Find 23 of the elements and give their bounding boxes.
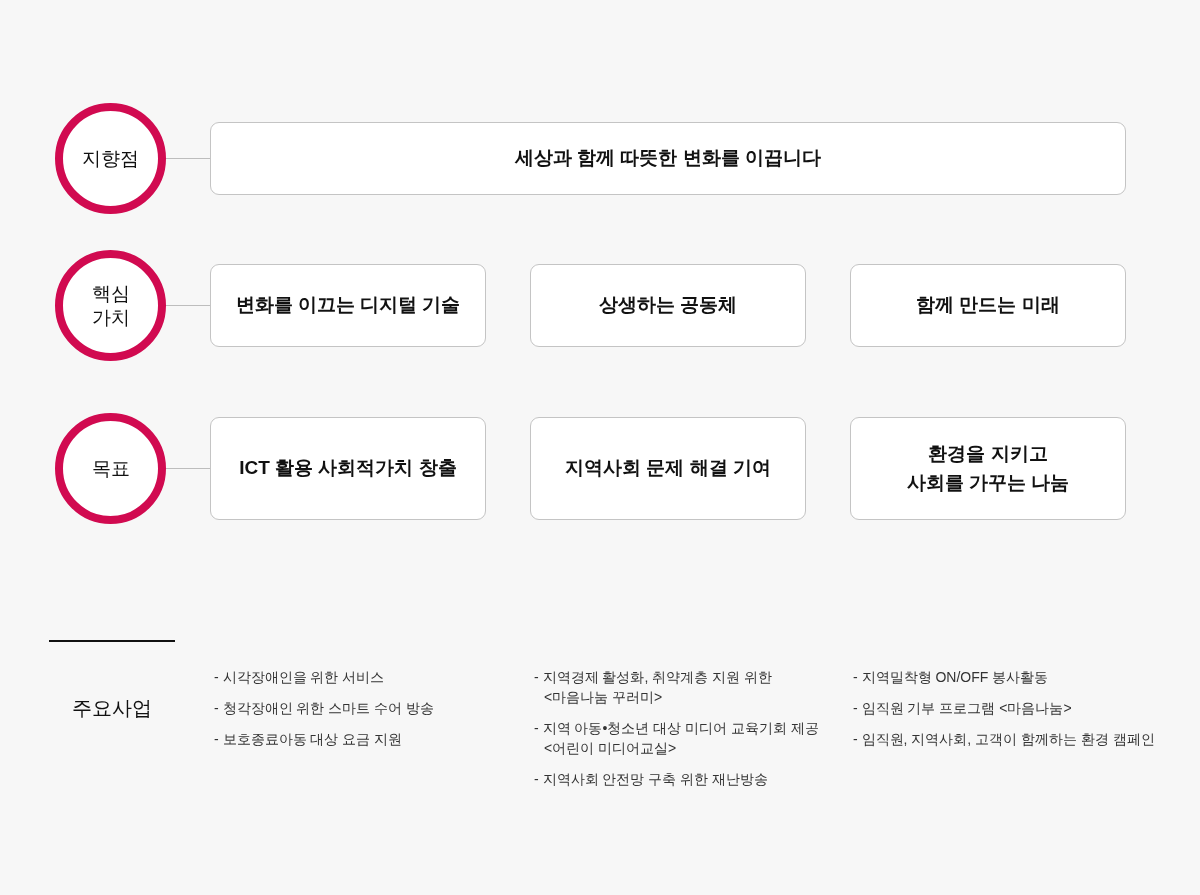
value-box: ICT 활용 사회적가치 창출 [210,417,486,520]
list-item: - 지역경제 활성화, 취약계층 지원 위한 <마음나눔 꾸러미> [534,668,773,707]
category-circle: 핵심 가치 [55,250,166,361]
value-box: 함께 만드는 미래 [850,264,1126,347]
category-circle: 목표 [55,413,166,524]
section-heading: 주요사업 [72,696,152,721]
value-box: 환경을 지키고 사회를 가꾸는 나눔 [850,417,1126,520]
value-box: 세상과 함께 따뜻한 변화를 이끕니다 [210,122,1126,195]
value-box: 상생하는 공동체 [530,264,806,347]
list-item: - 임직원, 지역사회, 고객이 함께하는 환경 캠페인 [853,730,1155,749]
list-item: - 지역 아동•청소년 대상 미디어 교육기회 제공 <어린이 미디어교실> [534,719,820,758]
list-item: - 청각장애인 위한 스마트 수어 방송 [214,699,435,718]
category-circle: 지향점 [55,103,166,214]
connector-line [165,158,211,159]
list-item: - 지역사회 안전망 구축 위한 재난방송 [534,770,769,789]
list-item: - 지역밀착형 ON/OFF 봉사활동 [853,668,1049,687]
value-box: 변화를 이끄는 디지털 기술 [210,264,486,347]
list-item: - 임직원 기부 프로그램 <마음나눔> [853,699,1072,718]
connector-line [165,468,211,469]
list-item: - 시각장애인을 위한 서비스 [214,668,385,687]
connector-line [165,305,211,306]
list-item: - 보호종료아동 대상 요금 지원 [214,730,403,749]
value-box: 지역사회 문제 해결 기여 [530,417,806,520]
